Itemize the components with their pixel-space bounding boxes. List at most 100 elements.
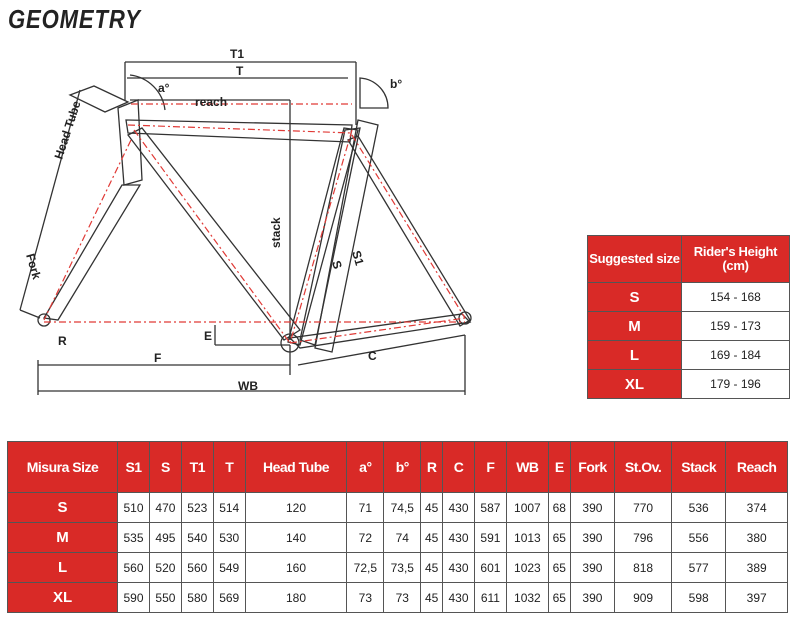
header-misura-size: Misura Size [6,441,119,493]
value-cell: 540 [180,522,214,553]
label-t1: T1 [230,47,244,61]
value-cell: 45 [420,552,444,583]
value-cell: 520 [148,552,182,583]
head-tube-dim-box [68,85,130,113]
value-cell: 1023 [505,552,549,583]
value-cell: 390 [569,552,616,583]
seat-tube-s1-box [314,119,379,353]
header-wb: WB [505,441,549,493]
value-cell: 160 [244,552,348,583]
value-cell: 536 [670,492,727,523]
header-stack: Stack [670,441,727,493]
value-cell: 120 [244,492,348,523]
value-cell: 470 [148,492,182,523]
value-cell: 1013 [505,522,549,553]
value-cell: 73 [383,582,422,613]
label-b-angle: b° [390,77,402,91]
value-cell: 1007 [505,492,549,523]
header-suggested-size: Suggested size [587,235,682,283]
value-cell: 430 [442,492,475,523]
header-fork: Fork [569,441,616,493]
value-cell: 560 [117,552,150,583]
value-cell: 580 [180,582,214,613]
value-cell: 45 [420,582,444,613]
value-cell: 374 [725,492,788,523]
label-f: F [154,351,161,365]
label-c: C [368,349,377,363]
page-title: GEOMETRY [8,4,141,34]
value-cell: 71 [346,492,385,523]
value-cell: 523 [180,492,214,523]
down-tube-shape [127,127,301,341]
value-cell: 73,5 [383,552,422,583]
label-s: S [329,259,345,271]
value-cell: 601 [473,552,507,583]
header-e: E [547,441,571,493]
value-cell: 590 [117,582,150,613]
value-cell: 577 [670,552,727,583]
top-tube-shape [125,119,353,143]
value-cell: 74 [383,522,422,553]
value-cell: 510 [117,492,150,523]
value-cell: 549 [212,552,246,583]
size-cell: M [587,311,682,341]
header-t: T [212,441,246,493]
value-cell: 45 [420,522,444,553]
value-cell: 397 [725,582,788,613]
label-stack: stack [269,217,283,248]
value-cell: 68 [547,492,571,523]
value-cell: 72 [346,522,385,553]
table-row: M 159 - 173 [587,311,790,341]
label-a-angle: a° [158,81,170,95]
value-cell: 530 [212,522,246,553]
value-cell: 569 [212,582,246,613]
size-cell: XL [587,369,682,399]
label-fork: Fork [23,252,44,281]
value-cell: 65 [547,522,571,553]
value-cell: 430 [442,522,475,553]
value-cell: 514 [212,492,246,523]
front-axle [37,313,51,327]
value-cell: 598 [670,582,727,613]
value-cell: 65 [547,552,571,583]
label-r: R [58,334,67,348]
size-cell: L [587,340,682,370]
header-r: R [420,441,444,493]
suggested-size-table: Suggested size Rider's Height (cm) S 154… [587,235,790,399]
label-s1: S1 [349,249,367,267]
value-cell: 74,5 [383,492,422,523]
label-reach: reach [195,95,227,109]
header-st-ov: St.Ov. [614,441,672,493]
value-cell: 430 [442,582,475,613]
header-reach: Reach [725,441,788,493]
header-c: C [442,441,475,493]
center-line-top-tube [127,124,353,134]
size-cell: S [6,492,119,523]
header-s: S [148,441,182,493]
label-wb: WB [238,379,258,393]
value-cell: 390 [569,582,616,613]
value-cell: 180 [244,582,348,613]
value-cell: 587 [473,492,507,523]
table-row: S 154 - 168 [587,282,790,312]
value-cell: 495 [148,522,182,553]
value-cell: 818 [614,552,672,583]
center-line-fork [43,139,132,321]
value-cell: 390 [569,522,616,553]
size-cell: L [6,552,119,583]
value-cell: 909 [614,582,672,613]
value-cell: 73 [346,582,385,613]
label-t: T [236,64,244,78]
value-cell: 389 [725,552,788,583]
size-cell: M [6,522,119,553]
value-cell: 556 [670,522,727,553]
height-cell: 159 - 173 [681,311,790,341]
header-t1: T1 [180,441,214,493]
fork-shape [42,184,142,321]
value-cell: 591 [473,522,507,553]
label-head-tube: Head Tube [52,99,84,161]
